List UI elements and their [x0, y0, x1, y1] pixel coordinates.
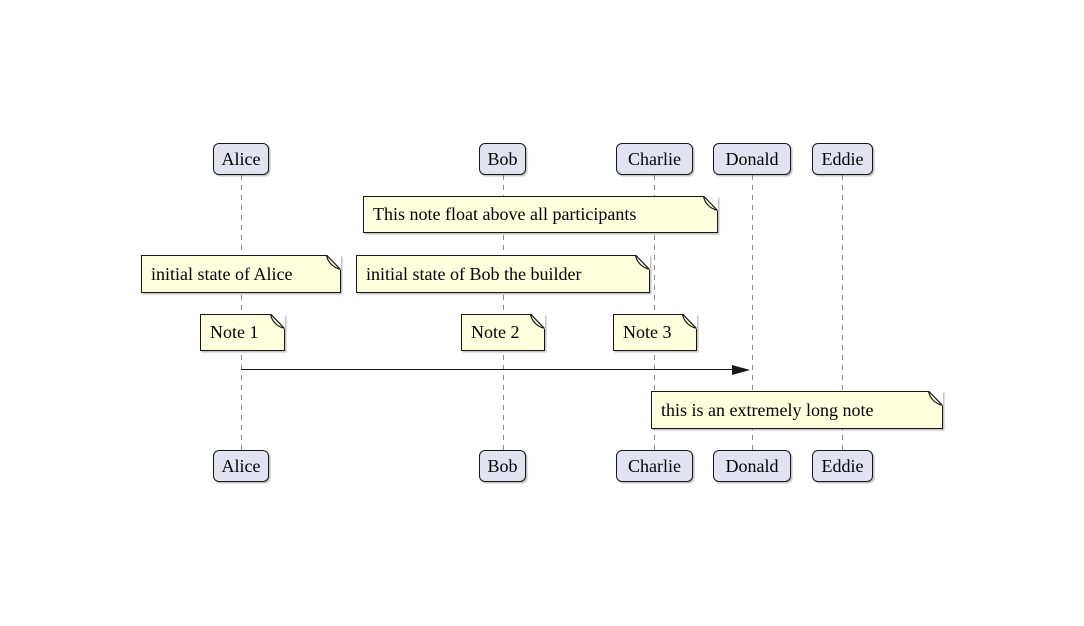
note-fold-icon — [928, 390, 944, 406]
note-text: Note 2 — [471, 322, 520, 342]
note-fold-icon — [682, 313, 698, 329]
message-arrow-line — [241, 369, 733, 370]
note-fold-icon — [270, 313, 286, 329]
participant-bottom-eddie: Eddie — [812, 450, 873, 482]
lifeline-alice — [241, 175, 242, 451]
note-1: Note 1 — [200, 313, 286, 351]
participant-label: Charlie — [628, 455, 681, 476]
lifeline-donald — [752, 175, 753, 451]
note-text: initial state of Alice — [151, 263, 293, 284]
note-bob-initial: initial state of Bob the builder — [356, 254, 651, 293]
participant-label: Bob — [487, 455, 518, 476]
note-fold-icon — [703, 195, 719, 211]
participant-top-alice: Alice — [213, 143, 269, 175]
participant-bottom-bob: Bob — [479, 450, 526, 482]
note-2: Note 2 — [461, 313, 546, 351]
participant-label: Eddie — [821, 148, 864, 169]
note-text: Note 1 — [210, 322, 259, 342]
participant-label: Donald — [725, 455, 779, 476]
message-arrowhead-icon — [732, 365, 750, 375]
participant-top-eddie: Eddie — [812, 143, 873, 175]
participant-label: Charlie — [628, 148, 681, 169]
participant-label: Alice — [221, 148, 261, 169]
lifeline-bob — [503, 175, 504, 451]
participant-bottom-donald: Donald — [713, 450, 791, 482]
participant-label: Bob — [487, 148, 518, 169]
lifeline-eddie — [842, 175, 843, 451]
note-text: Note 3 — [623, 322, 672, 342]
participant-top-charlie: Charlie — [616, 143, 693, 175]
participant-label: Alice — [221, 455, 261, 476]
participant-label: Donald — [725, 148, 779, 169]
note-floating: This note float above all participants — [363, 195, 719, 233]
lifeline-charlie — [654, 175, 655, 451]
note-fold-icon — [635, 254, 651, 270]
note-fold-icon — [530, 313, 546, 329]
note-text: This note float above all participants — [373, 204, 637, 224]
participant-top-donald: Donald — [713, 143, 791, 175]
note-fold-icon — [326, 254, 342, 270]
participant-top-bob: Bob — [479, 143, 526, 175]
note-long: this is an extremely long note — [651, 390, 944, 429]
note-text: initial state of Bob the builder — [366, 263, 582, 284]
participant-bottom-charlie: Charlie — [616, 450, 693, 482]
participant-label: Eddie — [821, 455, 864, 476]
participant-bottom-alice: Alice — [213, 450, 269, 482]
note-alice-initial: initial state of Alice — [141, 254, 342, 293]
note-3: Note 3 — [613, 313, 698, 351]
note-text: this is an extremely long note — [661, 399, 874, 420]
